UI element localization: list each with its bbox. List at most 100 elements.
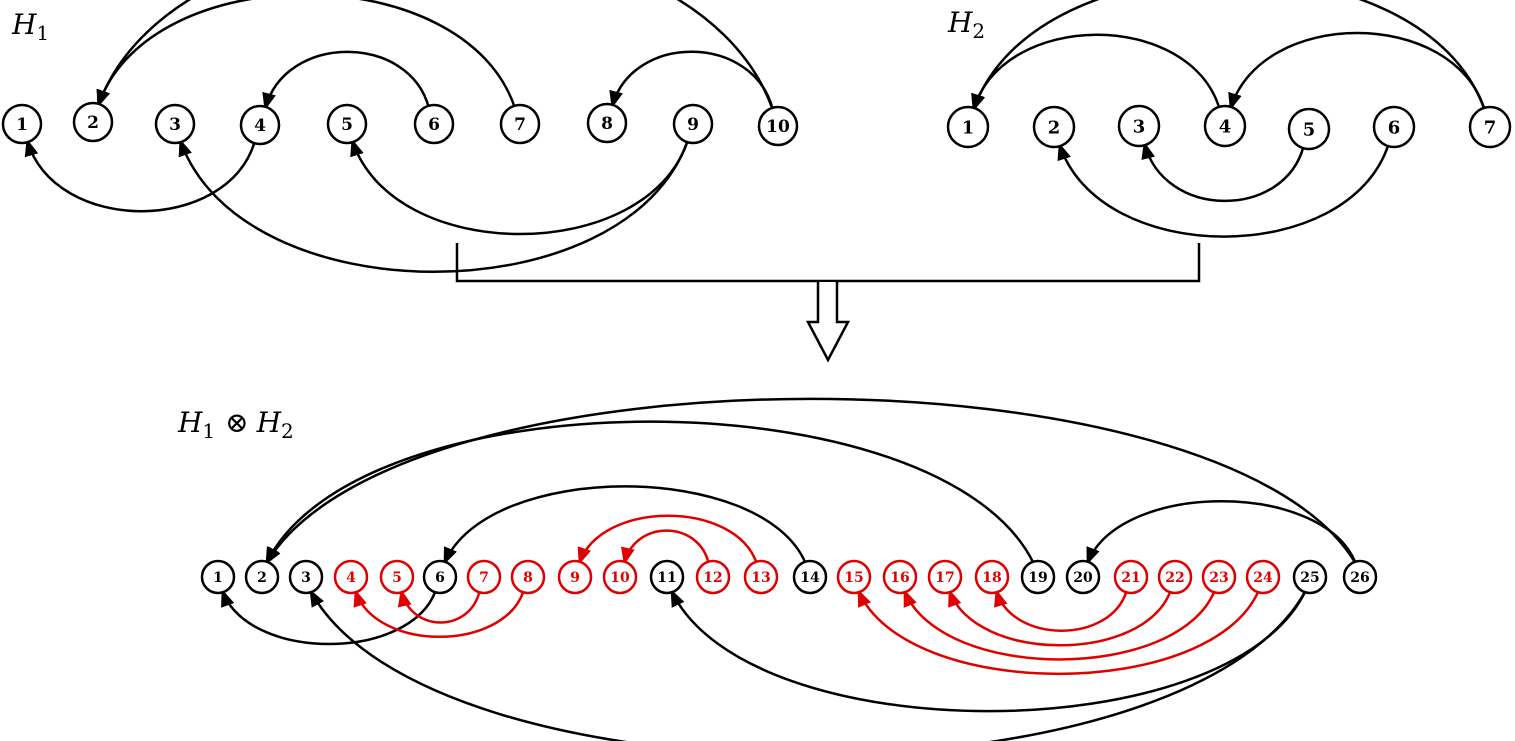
product-node-5-label: 5: [392, 570, 402, 586]
product-node-22-label: 22: [1165, 570, 1184, 586]
product-node-17-label: 17: [935, 570, 954, 586]
h1-node-2-label: 2: [87, 113, 99, 133]
h1-edge-7-to-2: [96, 0, 517, 109]
product-node-12: 12: [695, 559, 731, 595]
product-node-17: 17: [927, 559, 963, 595]
product-node-22: 22: [1157, 559, 1193, 595]
h1-edge-4-to-1: [24, 138, 257, 213]
product-node-2-label: 2: [257, 570, 267, 586]
h1-node-3: 3: [154, 103, 196, 145]
h1-node-8-label: 8: [601, 114, 613, 134]
product-edge-21-to-18: [994, 588, 1128, 632]
h1-node-3-circle: [154, 103, 196, 145]
h1-node-7-circle: [499, 103, 541, 145]
product-node-16: 16: [882, 559, 918, 595]
product-edge-6-to-1: [221, 588, 437, 646]
h1-node-6: 6: [413, 103, 455, 145]
h2-node-2: 2: [1032, 105, 1076, 149]
product-node-25-circle: [1292, 559, 1328, 595]
h2-node-1: 1: [946, 105, 990, 149]
product-node-13-label: 13: [751, 570, 770, 586]
combine-bracket: [455, 243, 1201, 283]
product-edge-23-to-16: [903, 588, 1216, 661]
product-node-26: 26: [1342, 559, 1378, 595]
h2-node-6-label: 6: [1388, 118, 1401, 139]
h1-node-2-circle: [72, 101, 114, 143]
product-node-8: 8: [510, 559, 546, 595]
h2-node-6: 6: [1372, 105, 1416, 149]
product-node-14-circle: [792, 559, 828, 595]
h2-edge-7-to-1: [971, 0, 1486, 112]
product-edge-7-to-5: [397, 588, 481, 624]
product-node-5: 5: [379, 559, 415, 595]
product-node-9-label: 9: [570, 570, 580, 586]
product-node-26-circle: [1342, 559, 1378, 595]
product-node-20-label: 20: [1073, 570, 1093, 586]
product-node-8-label: 8: [523, 570, 533, 586]
product-node-24: 24: [1245, 559, 1281, 595]
product-node-10-label: 10: [610, 570, 630, 586]
h1-edge-10-to-8: [609, 50, 775, 111]
h1-node-10-circle: [757, 105, 799, 147]
h1-node-9: 9: [672, 103, 714, 145]
product-node-18-circle: [974, 559, 1010, 595]
product-node-19: 19: [1020, 559, 1056, 595]
h1-node-4-circle: [239, 104, 281, 146]
product-edge-13-to-9: [577, 514, 758, 566]
product-edge-22-to-17: [948, 588, 1172, 647]
h2-edge-5-to-3: [1141, 141, 1305, 203]
product-edge-26-to-2: [265, 397, 1357, 565]
product-node-7-circle: [466, 559, 502, 595]
h1-node-1-circle: [1, 103, 43, 145]
product-node-6-label: 6: [435, 570, 445, 586]
product-node-2-circle: [244, 559, 280, 595]
product-node-18-label: 18: [982, 570, 1001, 586]
h2-node-5-circle: [1287, 107, 1331, 151]
product-node-21: 21: [1113, 559, 1149, 595]
product-node-15-label: 15: [844, 570, 863, 586]
product-edge-25-to-3: [309, 589, 1307, 741]
h2-node-3: 3: [1117, 104, 1161, 148]
product-node-16-circle: [882, 559, 918, 595]
product-node-7: 7: [466, 559, 502, 595]
product-node-7-label: 7: [479, 570, 489, 586]
h2-node-1-circle: [946, 105, 990, 149]
h1-node-5-circle: [326, 103, 368, 145]
h1-edge-9-to-5: [350, 138, 690, 236]
h2-edge-7-to-4: [1228, 31, 1486, 111]
product-node-1: 1: [200, 559, 236, 595]
h2-edge-6-to-2: [1057, 142, 1390, 238]
h1-edge-6-to-4: [262, 50, 431, 111]
product-node-14-label: 14: [800, 570, 820, 586]
product-node-5-circle: [379, 559, 415, 595]
product-edge-8-to-4: [353, 588, 525, 638]
product-node-24-circle: [1245, 559, 1281, 595]
product-edge-14-to-6: [443, 485, 807, 566]
product-node-6-circle: [422, 559, 458, 595]
h1-node-2: 2: [72, 101, 114, 143]
h2-node-5: 5: [1287, 107, 1331, 151]
product-node-18: 18: [974, 559, 1010, 595]
h1-node-8: 8: [586, 102, 628, 144]
product-node-9-circle: [557, 559, 593, 595]
h1-node-7-label: 7: [514, 115, 526, 135]
product-node-15-circle: [836, 559, 872, 595]
product-node-12-circle: [695, 559, 731, 595]
product-node-12-label: 12: [703, 570, 722, 586]
product-node-26-label: 26: [1350, 570, 1369, 586]
h1-node-6-circle: [413, 103, 455, 145]
product-node-1-label: 1: [213, 570, 223, 586]
product-node-20-circle: [1065, 559, 1101, 595]
product-node-23-label: 23: [1209, 570, 1228, 586]
product-node-22-circle: [1157, 559, 1193, 595]
product-node-9: 9: [557, 559, 593, 595]
h1-node-10: 10: [757, 105, 799, 147]
product-node-4-circle: [333, 559, 369, 595]
product-node-3-circle: [288, 559, 324, 595]
h2-node-7-circle: [1468, 105, 1512, 149]
h1-node-5: 5: [326, 103, 368, 145]
